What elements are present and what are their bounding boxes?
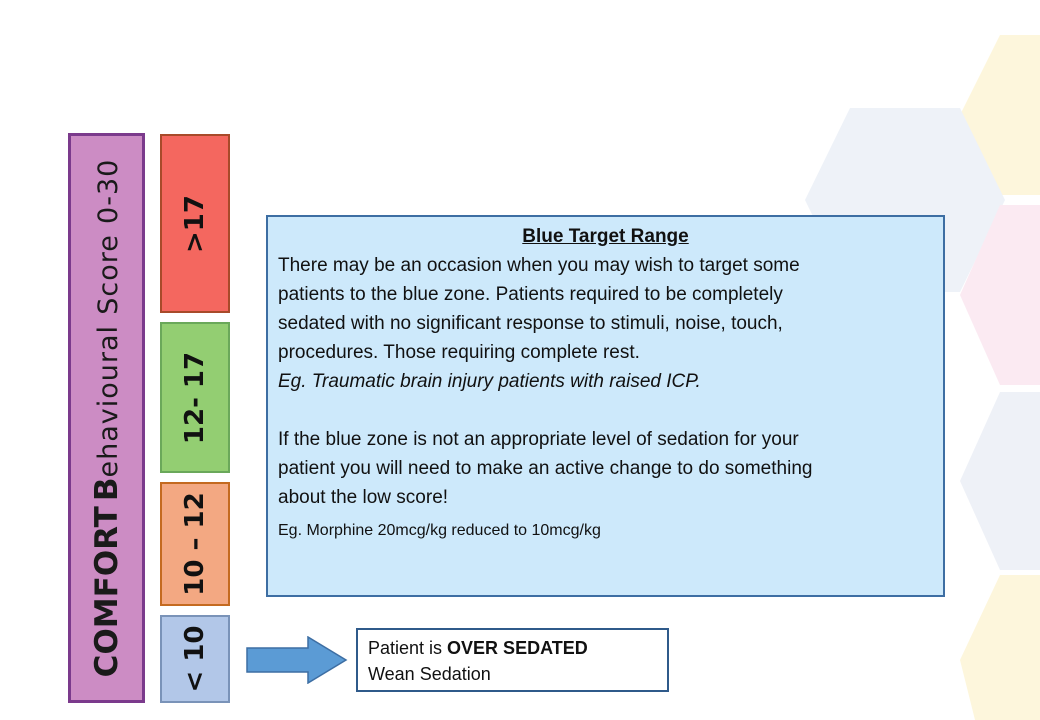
over-sedated-prefix: Patient is [368, 638, 448, 658]
range-label-over-sedated: < 10 [180, 625, 210, 693]
blue-target-info-box: Blue Target Range There may be an occasi… [266, 215, 945, 597]
range-box-high: >17 [160, 134, 230, 313]
title-score: Score [92, 234, 124, 315]
range-box-target: 12- 17 [160, 322, 230, 473]
info-line: procedures. Those requiring complete res… [278, 342, 640, 363]
range-label-target: 12- 17 [180, 351, 210, 444]
info-line: There may be an occasion when you may wi… [278, 255, 800, 276]
title-letter-b: B [88, 477, 125, 502]
title-comfort: COMFORT [88, 506, 125, 678]
info-line: patients to the blue zone. Patients requ… [278, 284, 783, 305]
right-arrow-icon [246, 636, 348, 684]
range-box-low: 10 – 12 [160, 482, 230, 606]
info-line: about the low score! [278, 487, 449, 508]
title-behavioural: ehavioural [92, 324, 124, 478]
hexagon-blue-right [960, 392, 1040, 570]
over-sedated-status: OVER SEDATED [447, 638, 588, 658]
over-sedated-line1: Patient is OVER SEDATED [368, 635, 657, 661]
range-label-high: >17 [180, 194, 210, 253]
wean-sedation-text: Wean Sedation [368, 664, 491, 684]
info-example-icp: Eg. Traumatic brain injury patients with… [278, 371, 701, 392]
info-heading: Blue Target Range [522, 226, 689, 247]
comfort-score-title: COMFORT Behavioural Score 0-30 [89, 159, 125, 678]
info-line: sedated with no significant response to … [278, 313, 783, 334]
title-range: 0-30 [92, 158, 124, 224]
hexagon-pink [960, 205, 1040, 385]
over-sedated-box: Patient is OVER SEDATED Wean Sedation [356, 628, 669, 692]
info-line: If the blue zone is not an appropriate l… [278, 429, 799, 450]
range-box-over-sedated: < 10 [160, 615, 230, 703]
info-example-morphine: Eg. Morphine 20mcg/kg reduced to 10mcg/k… [278, 522, 601, 539]
hexagon-yellow-bottom [960, 575, 1040, 720]
range-label-low: 10 – 12 [180, 492, 210, 596]
info-line: patient you will need to make an active … [278, 458, 813, 479]
comfort-score-title-bar: COMFORT Behavioural Score 0-30 [68, 133, 145, 703]
